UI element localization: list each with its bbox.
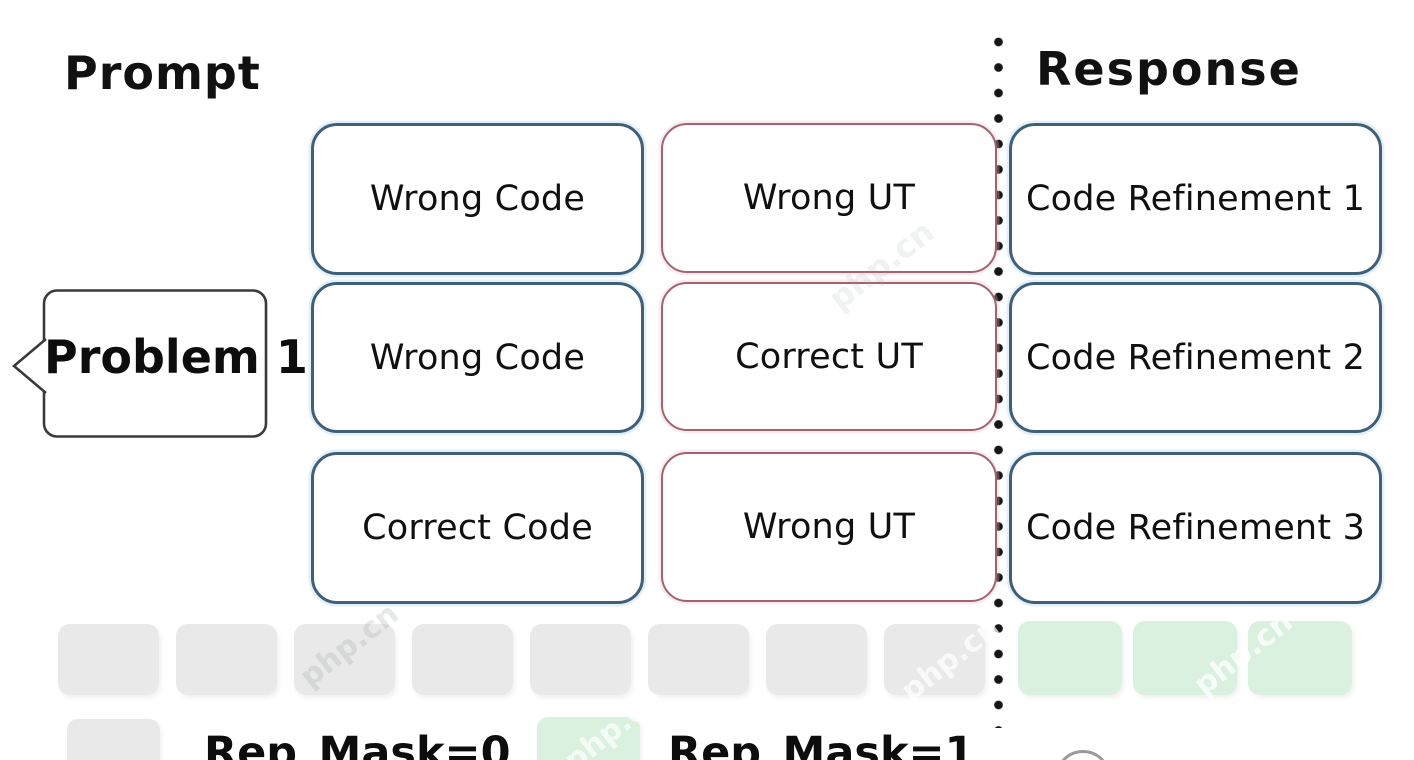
legend-label-mask0: Rep_Mask=0 (204, 728, 511, 760)
box-wrong-ut-row1: Wrong UT (661, 123, 997, 273)
box-label: Wrong UT (742, 507, 916, 547)
box-wrong-code-row1: Wrong Code (311, 123, 644, 275)
box-label: Wrong UT (742, 178, 916, 218)
box-code-refinement-2: Code Refinement 2 (1009, 282, 1382, 433)
prompt-token-mask0 (294, 624, 395, 695)
box-label: Correct Code (362, 508, 593, 548)
response-token-mask1 (1133, 621, 1237, 695)
prompt-token-mask0 (58, 624, 159, 695)
response-section-label: Response (1036, 42, 1302, 96)
prompt-token-mask0 (176, 624, 277, 695)
box-wrong-code-row2: Wrong Code (311, 282, 644, 433)
box-wrong-ut-row3: Wrong UT (661, 452, 997, 602)
response-token-mask1 (1248, 621, 1352, 695)
box-code-refinement-3: Code Refinement 3 (1009, 452, 1382, 604)
box-label: Wrong Code (369, 179, 586, 219)
prompt-token-mask0 (530, 624, 631, 695)
box-correct-ut-row2: Correct UT (661, 282, 997, 431)
box-label: Wrong Code (369, 337, 586, 378)
box-label: Correct UT (735, 336, 923, 377)
prompt-token-mask0 (766, 624, 867, 695)
prompt-section-label: Prompt (64, 46, 261, 100)
box-label: Code Refinement 3 (1025, 508, 1366, 548)
prompt-token-mask0 (412, 624, 513, 695)
prompt-token-mask0 (884, 624, 985, 695)
legend-swatch-mask0 (67, 719, 160, 760)
prompt-response-divider-dotted-line (993, 36, 1004, 728)
speech-bubble-shape (11, 289, 268, 438)
prompt-token-mask0 (648, 624, 749, 695)
problem-label: Problem 1 (44, 330, 308, 384)
box-label: Code Refinement 1 (1025, 179, 1366, 219)
response-token-mask1 (1018, 621, 1122, 695)
box-label: Code Refinement 2 (1025, 337, 1366, 378)
box-correct-code-row3: Correct Code (311, 452, 644, 604)
problem-bubble: Problem 1 (8, 286, 308, 444)
legend-swatch-mask1 (537, 717, 640, 760)
box-code-refinement-1: Code Refinement 1 (1009, 123, 1382, 275)
legend-circle-partial (1055, 750, 1111, 760)
legend-label-mask1: Rep_Mask=1 (668, 728, 975, 760)
